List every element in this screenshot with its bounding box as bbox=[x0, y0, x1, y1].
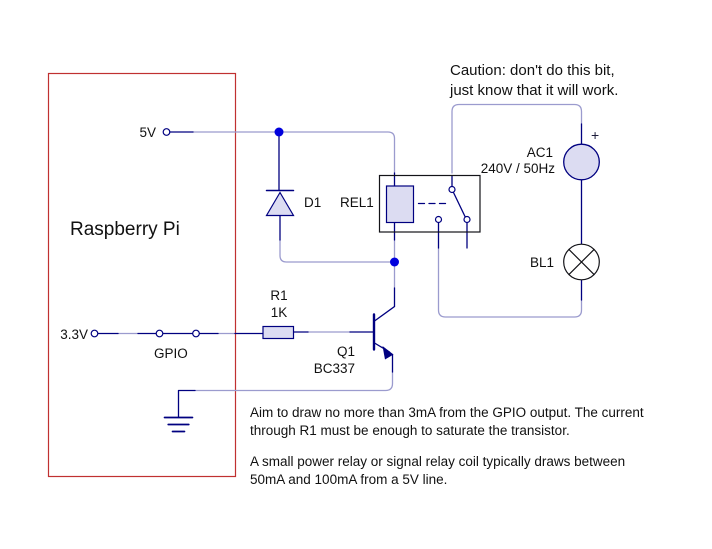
caution-line-2: just know that it will work. bbox=[450, 82, 619, 99]
wire-emitter-to-ground bbox=[194, 371, 394, 392]
routing-wires bbox=[117, 103, 583, 392]
junction-dot-5v bbox=[274, 127, 284, 137]
label-board: Raspberry Pi bbox=[70, 219, 180, 240]
emitter-arrow-icon bbox=[382, 346, 394, 360]
label-rel1: REL1 bbox=[340, 195, 374, 210]
terminals bbox=[90, 128, 471, 338]
label-r1-value: 1K bbox=[270, 304, 288, 320]
ground-symbol-icon bbox=[163, 416, 194, 433]
switch-right-contact bbox=[463, 215, 471, 224]
dark-outline-parts bbox=[378, 174, 600, 281]
junction-dot-collector bbox=[390, 257, 399, 267]
relay-coil-body bbox=[385, 185, 415, 224]
caution-line-1: Caution: don't do this bit, bbox=[450, 62, 615, 79]
ac-source-ac1-body bbox=[563, 143, 600, 181]
wire-lamp-to-switch bbox=[437, 247, 583, 318]
filled-components-outline bbox=[262, 143, 600, 340]
switch-left-contact bbox=[434, 215, 443, 224]
label-ac1: AC1 bbox=[526, 145, 553, 160]
label-gpio: GPIO bbox=[154, 346, 188, 361]
note-relay-current: A small power relay or signal relay coil… bbox=[250, 453, 625, 489]
resistor-r1-body bbox=[262, 325, 295, 340]
note-gpio-current: Aim to draw no more than 3mA from the GP… bbox=[250, 404, 644, 440]
filled-components bbox=[262, 143, 600, 340]
label-3v3: 3.3V bbox=[60, 326, 88, 342]
wire-switch-to-source bbox=[451, 103, 583, 174]
terminal-gpio-b bbox=[192, 329, 200, 338]
switch-common-contact bbox=[448, 185, 456, 194]
note2-line-2: 50mA and 100mA from a 5V line. bbox=[250, 471, 448, 487]
terminal-3v3 bbox=[90, 329, 99, 338]
wire-5v-to-relay-coil bbox=[282, 131, 396, 174]
pin-ground-lead bbox=[177, 389, 196, 419]
label-plus: + bbox=[591, 127, 600, 143]
label-d1: D1 bbox=[304, 195, 322, 210]
diode-d1-triangle bbox=[265, 191, 295, 217]
wire-diode-return bbox=[279, 239, 391, 263]
label-r1: R1 bbox=[270, 288, 288, 303]
label-q1: Q1 bbox=[336, 344, 355, 359]
relay-rel1-box bbox=[378, 174, 481, 233]
label-5v: 5V bbox=[139, 124, 156, 140]
caution-text: Caution: don't do this bit, just know tha… bbox=[450, 61, 618, 101]
junction-dots bbox=[274, 127, 399, 267]
label-q1-value: BC337 bbox=[313, 360, 355, 376]
note2-line-1: A small power relay or signal relay coil… bbox=[250, 453, 626, 469]
terminal-5v bbox=[162, 128, 171, 136]
note1-line-1: Aim to draw no more than 3mA from the GP… bbox=[250, 404, 644, 420]
emitter-arrow bbox=[382, 346, 394, 360]
pin-transistor-collector bbox=[373, 287, 396, 322]
terminal-gpio-a bbox=[155, 329, 164, 338]
switch-arm bbox=[452, 191, 466, 218]
board-outline bbox=[47, 72, 237, 478]
label-bl1: BL1 bbox=[529, 255, 554, 270]
note1-line-2: through R1 must be enough to saturate th… bbox=[250, 422, 570, 438]
lamp-cross-icon bbox=[568, 248, 595, 276]
label-ac1-value: 240V / 50Hz bbox=[480, 160, 555, 176]
